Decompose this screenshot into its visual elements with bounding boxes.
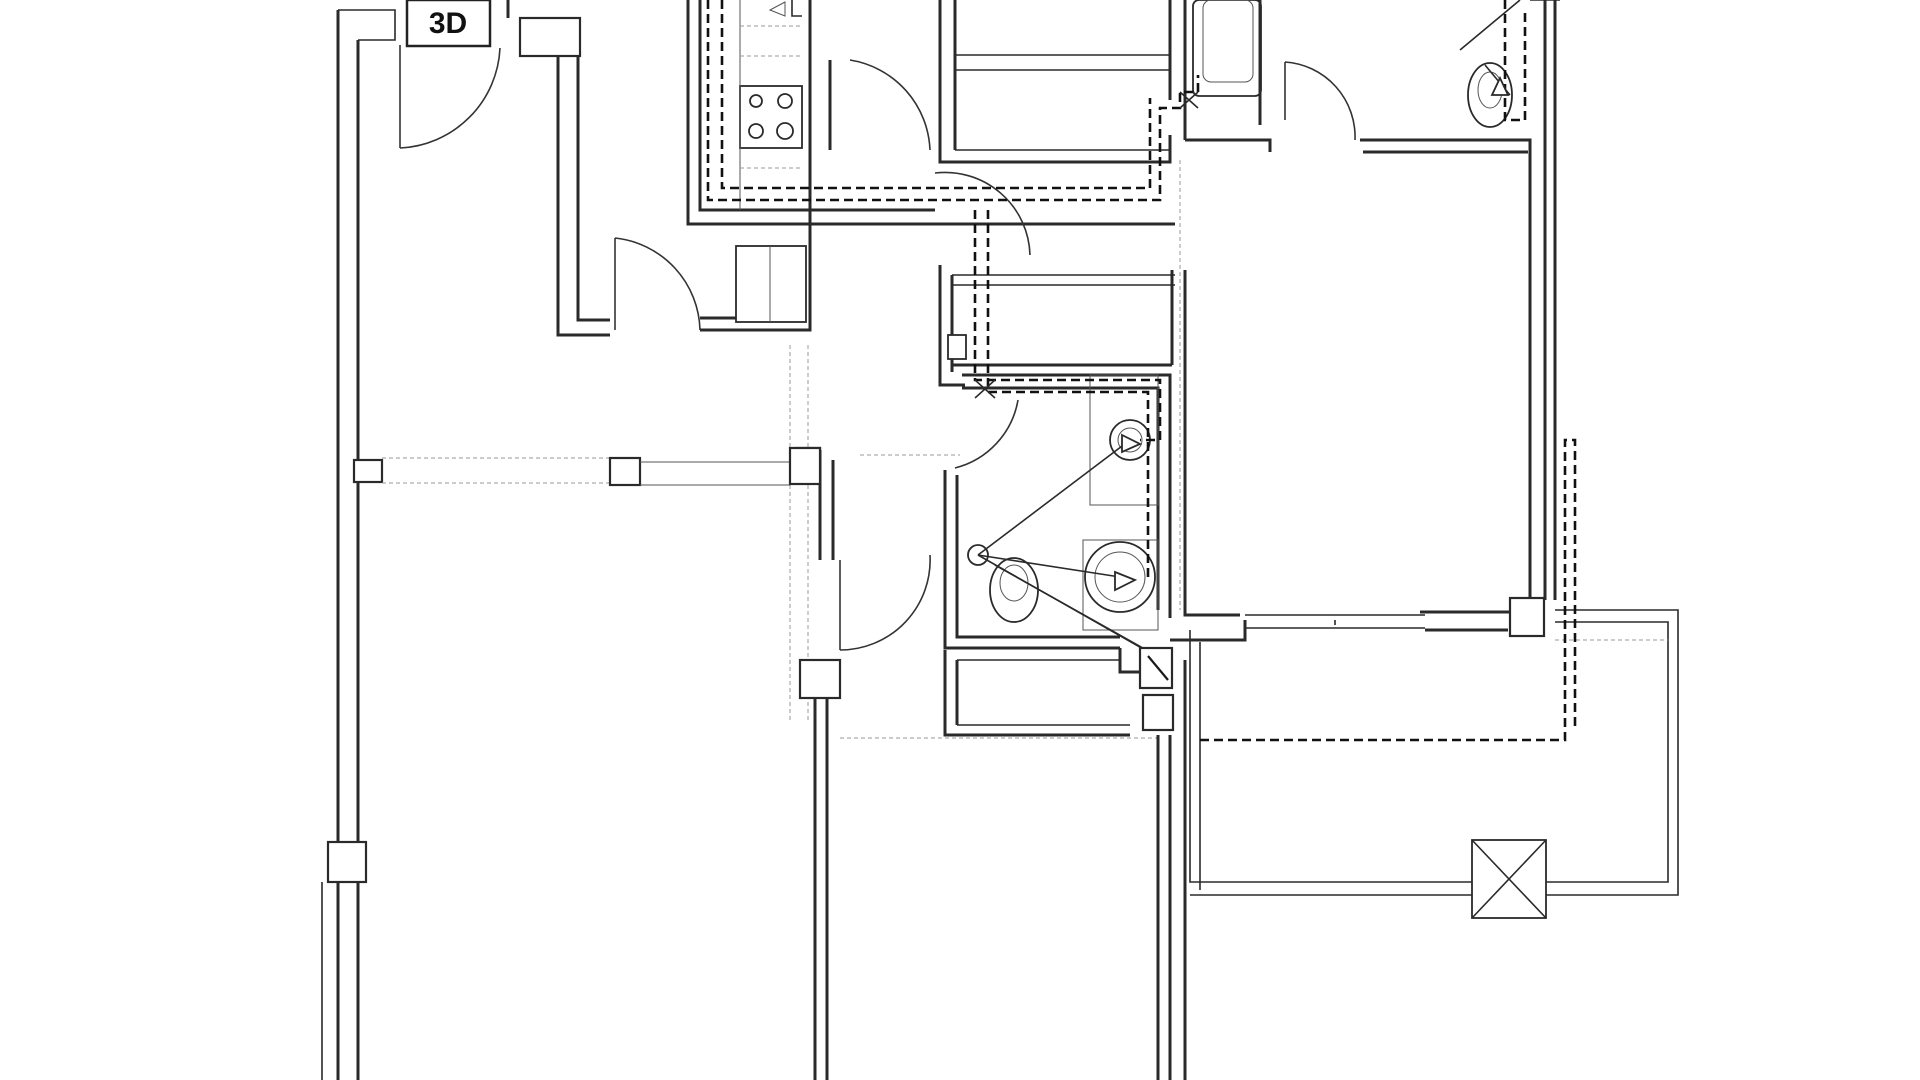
living-divider bbox=[352, 446, 822, 487]
left-exterior-wall bbox=[321, 9, 396, 1080]
fridge-icon bbox=[735, 245, 807, 323]
skylight-cross-icon bbox=[1471, 839, 1547, 919]
view-3d-badge[interactable]: 3D bbox=[405, 0, 492, 48]
living-door bbox=[793, 446, 931, 1080]
terrace bbox=[1189, 609, 1679, 919]
kitchen bbox=[686, 0, 1175, 720]
utility-room bbox=[938, 0, 1187, 164]
entrance-door bbox=[399, 0, 582, 149]
valve-markers bbox=[974, 64, 1511, 399]
bathtub-icon bbox=[1185, 0, 1356, 152]
toilet-icon bbox=[989, 557, 1039, 623]
window-strip bbox=[1245, 596, 1546, 638]
lower-storage bbox=[840, 646, 1175, 739]
arrow-icon bbox=[1121, 433, 1143, 454]
faint-outline-lines bbox=[860, 160, 1181, 610]
cooktop-icon bbox=[739, 85, 803, 149]
corridor-partition bbox=[556, 0, 812, 337]
bedroom-walls bbox=[1156, 620, 1247, 1080]
view-3d-label: 3D bbox=[429, 7, 467, 40]
kitchen-door bbox=[828, 59, 1031, 256]
top-right-room bbox=[1360, 0, 1560, 600]
plumbing-lines bbox=[706, 0, 1577, 742]
central-bathroom bbox=[943, 373, 1172, 653]
